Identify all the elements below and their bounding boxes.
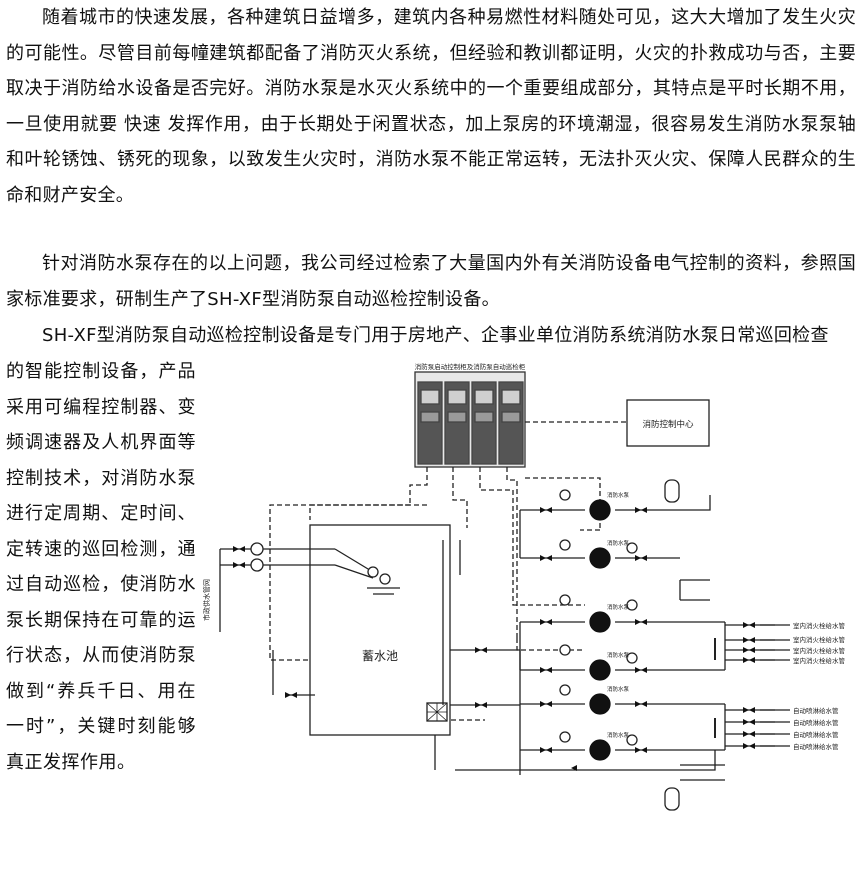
cabinet-title: 消防泵启动控制柜及消防泵自动巡检柜 (415, 362, 526, 371)
hydrant-outlet-label: 室内消火栓给水管 (793, 621, 846, 630)
check-valves (233, 507, 755, 771)
fire-pump-system-diagram: 消防泵启动控制柜及消防泵自动巡检柜 消防控制中心 蓄水池 市政供水管网 消防水泵… (202, 362, 846, 811)
pumps (589, 499, 611, 761)
pump-label: 消防水泵 (607, 651, 630, 659)
pump-label: 消防水泵 (607, 603, 630, 611)
pump-gauges (559, 489, 638, 746)
sprinkler-outlet-label: 自动喷淋给水管 (793, 730, 839, 739)
pump-label: 消防水泵 (607, 731, 630, 739)
research-paragraph: 针对消防水泵存在的以上问题，我公司经过检索了大量国内外有关消防设备电气控制的资料… (6, 253, 856, 310)
pressure-tank-top (664, 479, 680, 503)
cabinet-units (417, 381, 524, 465)
sprinkler-outlet-label: 自动喷淋给水管 (793, 718, 839, 727)
hydrant-outlet-label: 室内消火栓给水管 (793, 656, 846, 665)
tank-label: 蓄水池 (362, 649, 398, 663)
water-tank (309, 524, 451, 736)
pump-label: 消防水泵 (607, 685, 630, 693)
intro-paragraph: 随着城市的快速发展，各种建筑日益增多，建筑内各种易燃性材料随处可见，这大大增加了… (6, 7, 856, 206)
sprinkler-outlet-label: 自动喷淋给水管 (793, 706, 839, 715)
product-paragraph-first-line: SH-XF型消防泵自动巡检控制设备是专门用于房地产、企事业单位消防系统消防水泵日… (42, 325, 829, 346)
municipal-supply-label: 市政供水管网 (202, 579, 211, 621)
control-center-label: 消防控制中心 (642, 419, 694, 430)
pump-label: 消防水泵 (607, 539, 630, 547)
control-center-box (626, 399, 710, 447)
hydrant-outlet-label: 室内消火栓给水管 (793, 635, 846, 644)
hydrant-outlet-label: 室内消火栓给水管 (793, 646, 846, 655)
sprinkler-outlet-label: 自动喷淋给水管 (793, 742, 839, 751)
pump-rows (519, 495, 725, 751)
product-paragraph-side-column: 的智能控制设备，产品采用可编程控制器、变频调速器及人机界面等控制技术，对消防水泵… (6, 361, 196, 773)
pressure-tank-bottom (664, 787, 680, 811)
pump-label: 消防水泵 (607, 491, 630, 499)
